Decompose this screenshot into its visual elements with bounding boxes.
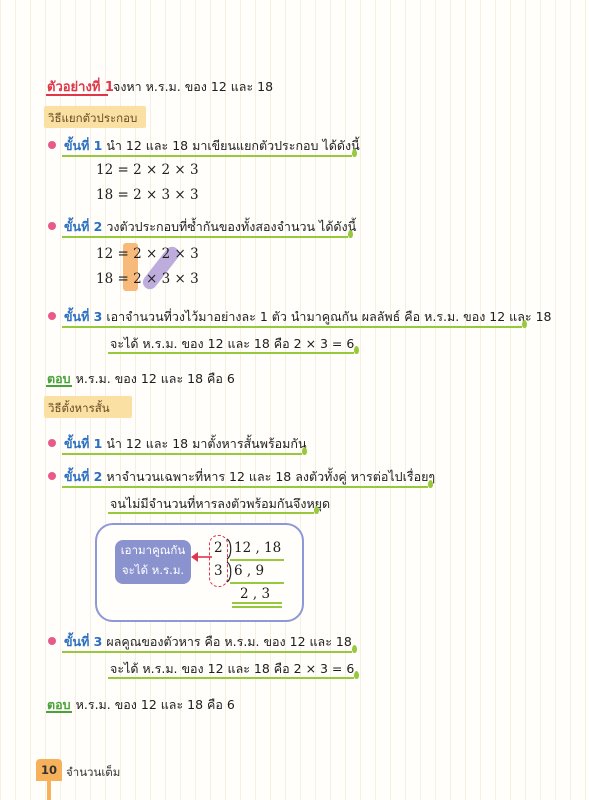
underline <box>108 677 354 679</box>
m1-step1-label: ขั้นที่ 1 <box>64 138 103 153</box>
method1-header: วิธีแยกตัวประกอบ <box>44 106 146 128</box>
division-line <box>230 582 284 584</box>
underline <box>62 453 302 455</box>
multiply-label-line2: จะได้ ห.ร.ม. <box>121 563 185 577</box>
bullet-dot <box>48 472 56 480</box>
m1-answer-text: ห.ร.ม. ของ 12 และ 18 คือ 6 <box>75 371 235 386</box>
division-line <box>230 559 284 561</box>
page-number: 10 <box>36 759 62 781</box>
underline <box>62 236 348 238</box>
m1-step3-line: ขั้นที่ 3 เอาจำนวนที่วงไว้มาอย่างละ 1 ตั… <box>64 307 552 327</box>
bullet-dot <box>48 439 56 447</box>
example-underline <box>46 94 108 96</box>
m1-step3-label: ขั้นที่ 3 <box>64 309 103 324</box>
common-factor-2-highlight <box>123 243 138 291</box>
answer-underline <box>46 385 72 387</box>
m2-step1-line: ขั้นที่ 1 นำ 12 และ 18 มาตั้งหารสั้นพร้อ… <box>64 434 307 454</box>
multiply-label-line1: เอามาคูณกัน <box>120 543 186 557</box>
example-label: ตัวอย่างที่ 1 <box>47 80 114 95</box>
m1-step2-line: ขั้นที่ 2 วงตัวประกอบที่ซ้ำกันของทั้งสอง… <box>64 217 356 237</box>
leaf-decoration <box>428 480 433 488</box>
m1-step2-label: ขั้นที่ 2 <box>64 219 103 234</box>
m1-answer-label: ตอบ <box>47 371 71 386</box>
bullet-dot <box>48 312 56 320</box>
m1-step2-text: วงตัวประกอบที่ซ้ำกันของทั้งสองจำนวน ได้ด… <box>106 219 357 234</box>
bullet-dot <box>48 222 56 230</box>
m2-step3-text: ผลคูณของตัวหาร คือ ห.ร.ม. ของ 12 และ 18 <box>106 634 352 649</box>
underline <box>62 486 428 488</box>
division-row-2: 6 , 9 <box>234 563 265 579</box>
method2-header: วิธีตั้งหารสั้น <box>44 396 132 418</box>
division-row-3: 2 , 3 <box>240 586 271 602</box>
m2-step1-text: นำ 12 และ 18 มาตั้งหารสั้นพร้อมกัน <box>106 436 307 451</box>
example-text: จงหา ห.ร.ม. ของ 12 และ 18 <box>113 79 274 94</box>
bullet-dot <box>48 141 56 149</box>
leaf-decoration <box>302 447 307 455</box>
leaf-decoration <box>354 671 359 679</box>
underline <box>108 352 354 354</box>
bullet-dot <box>48 637 56 645</box>
underline <box>62 155 352 157</box>
m1-eq2: 18 = 2 × 3 × 3 <box>96 187 199 203</box>
leaf-decoration <box>522 320 527 328</box>
leaf-decoration <box>352 645 357 653</box>
m2-step3-label: ขั้นที่ 3 <box>64 634 103 649</box>
m1-step1-line: ขั้นที่ 1 นำ 12 และ 18 มาเขียนแยกตัวประก… <box>64 136 360 156</box>
m1-step1-text: นำ 12 และ 18 มาเขียนแยกตัวประกอบ ได้ดังน… <box>106 138 360 153</box>
m1-step3-text: เอาจำนวนที่วงไว้มาอย่างละ 1 ตัว นำมาคูณก… <box>106 309 552 324</box>
m2-step3-line: ขั้นที่ 3 ผลคูณของตัวหาร คือ ห.ร.ม. ของ … <box>64 632 352 652</box>
m2-step1-label: ขั้นที่ 1 <box>64 436 103 451</box>
m2-step2-text: หาจำนวนเฉพาะที่หาร 12 และ 18 ลงตัวทั้งคู… <box>106 469 436 484</box>
m1-step2-eq2: 18 = 2 × 3 × 3 <box>96 271 199 287</box>
division-row-1: 12 , 18 <box>234 540 282 556</box>
m1-step2-eq1: 12 = 2 × 2 × 3 <box>96 246 199 262</box>
underline <box>62 651 352 653</box>
m2-answer-line: ตอบ ห.ร.ม. ของ 12 และ 18 คือ 6 <box>47 694 235 715</box>
m2-step2-text2: จนไม่มีจำนวนที่หารลงตัวพร้อมกันจึงหยุด <box>110 496 331 511</box>
leaf-decoration <box>354 346 359 354</box>
m2-answer-text: ห.ร.ม. ของ 12 และ 18 คือ 6 <box>75 697 235 712</box>
method1-title: วิธีแยกตัวประกอบ <box>48 111 138 125</box>
m2-step2-line: ขั้นที่ 2 หาจำนวนเฉพาะที่หาร 12 และ 18 ล… <box>64 467 435 487</box>
chapter-title: จำนวนเต็ม <box>66 765 121 779</box>
leaf-decoration <box>348 230 353 238</box>
m2-step2-label: ขั้นที่ 2 <box>64 469 103 484</box>
m2-step3-result: จะได้ ห.ร.ม. ของ 12 และ 18 คือ 2 × 3 = 6 <box>110 661 355 676</box>
underline <box>62 326 522 328</box>
result-double-underline <box>232 606 282 608</box>
leaf-decoration <box>314 506 319 514</box>
m1-step3-result: จะได้ ห.ร.ม. ของ 12 และ 18 คือ 2 × 3 = 6 <box>110 336 355 351</box>
result-double-underline <box>232 602 282 604</box>
m1-answer-line: ตอบ ห.ร.ม. ของ 12 และ 18 คือ 6 <box>47 368 235 389</box>
m2-answer-label: ตอบ <box>47 697 71 712</box>
divisor-circle <box>209 535 228 587</box>
divisor-1: 2 <box>214 540 223 556</box>
footer-bar <box>47 781 51 800</box>
multiply-label: เอามาคูณกัน จะได้ ห.ร.ม. <box>115 540 191 584</box>
division-bracket <box>226 538 232 583</box>
method2-title: วิธีตั้งหารสั้น <box>48 401 110 415</box>
divisor-2: 3 <box>214 563 223 579</box>
leaf-decoration <box>352 149 357 157</box>
answer-underline <box>46 711 72 713</box>
m1-eq1: 12 = 2 × 2 × 3 <box>96 162 199 178</box>
underline <box>108 512 314 514</box>
